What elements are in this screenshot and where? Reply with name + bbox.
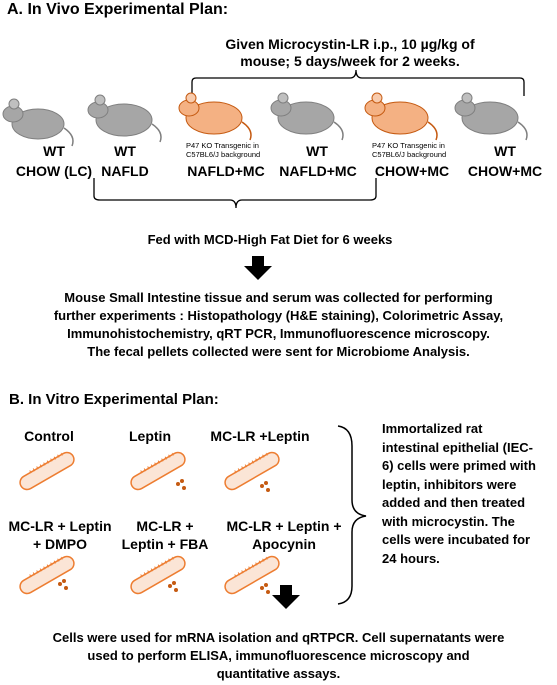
in-vitro-brace [337,425,367,605]
description-line-2: intestinal epithelial (IEC- [382,439,533,455]
section-a-title: A. In Vivo Experimental Plan: [7,1,229,18]
group-label-5-line3: CHOW+MC [374,163,450,179]
description-line-7: cells were incubated for [382,532,531,547]
group-label-6-line2: CHOW+MC [467,163,543,179]
group-label-4-line2: NAFLD+MC [279,163,357,179]
group-label-3-line1: P47 KO Transgenic in [186,141,259,150]
result-line-3: quantitative assays. [216,666,341,681]
result-line-1: Cells were used for mRNA isolation and q… [52,630,505,645]
group-label-2-line2: NAFLD [101,163,149,179]
condition-apocynin-line2: Apocynin [252,536,316,552]
group-label-2-line1: WT [114,143,136,159]
group-label-5-line2: C57BL6/J background [372,150,447,159]
section-b-title: B. In Vitro Experimental Plan: [9,391,219,408]
mouse-icon-ko-chow-mc [364,92,438,141]
description-line-4: leptin, inhibitors were [382,476,517,492]
tube-icon-mc-lr-leptin [224,451,280,492]
condition-fba-line2: Leptin + FBA [121,536,209,552]
mouse-icon-wt-chow-lc [2,98,74,147]
mc-groups-brace [191,69,525,96]
result-line-2: used to perform ELISA, immunofluorescenc… [87,648,470,663]
condition-fba-line1: MC-LR + [136,518,194,534]
description-line-1: Immortalized rat [382,421,483,436]
nafld-groups-brace [93,178,377,209]
tube-icon-control [19,451,75,491]
description-line-5: added and then treated [382,495,526,510]
description-line-6: with microcystin. The [382,513,515,529]
condition-mc-lr-leptin-label: MC-LR +Leptin [210,428,310,444]
group-label-1-line2: CHOW (LC) [15,163,93,179]
tube-icon-mc-lr-leptin-apocynin [224,555,280,595]
tube-icon-leptin [130,451,186,491]
mouse-icon-wt-nafld [87,94,162,143]
condition-dmpo-line1: MC-LR + Leptin [8,518,112,534]
collection-line-4: The fecal pellets collected were sent fo… [87,344,470,359]
tube-icon-mc-lr-leptin-dmpo [19,555,75,595]
collection-line-3: Immunohistochemistry, qRT PCR, Immunoflu… [67,326,490,341]
description-line-3: 6) cells were primed with [382,458,536,473]
mouse-icon-ko-nafld-mc [178,92,252,141]
group-label-5-line1: P47 KO Transgenic in [372,141,445,150]
description-line-8: 24 hours. [382,550,440,566]
down-arrow-icon-b [272,585,300,609]
collection-line-2: further experiments : Histopathology (H&… [53,308,504,323]
tube-icon-mc-lr-leptin-fba [130,555,186,595]
description-block: Immortalized rat intestinal epithelial (… [382,420,536,568]
condition-dmpo-line2: + DMPO [32,536,88,552]
mouse-icon-wt-nafld-mc [270,92,344,141]
condition-leptin-label: Leptin [129,428,171,444]
diet-text: Fed with MCD-High Fat Diet for 6 weeks [147,232,393,247]
group-label-3-line2: C57BL6/J background [186,150,261,159]
condition-control-label: Control [24,428,74,444]
mouse-icon-wt-chow-mc [454,92,528,141]
condition-apocynin-line1: MC-LR + Leptin + [226,518,342,534]
group-label-4-line1: WT [306,143,328,159]
group-label-6-line1: WT [494,143,516,159]
microcystin-line-1: Given Microcystin-LR i.p., 10 µg/kg of [225,36,475,52]
group-label-3-line3: NAFLD+MC [187,163,265,179]
collection-line-1: Mouse Small Intestine tissue and serum w… [64,290,493,305]
microcystin-line-2: mouse; 5 days/week for 2 weeks. [240,53,460,69]
group-label-1-line1: WT [43,143,65,159]
down-arrow-icon-a [244,256,272,280]
